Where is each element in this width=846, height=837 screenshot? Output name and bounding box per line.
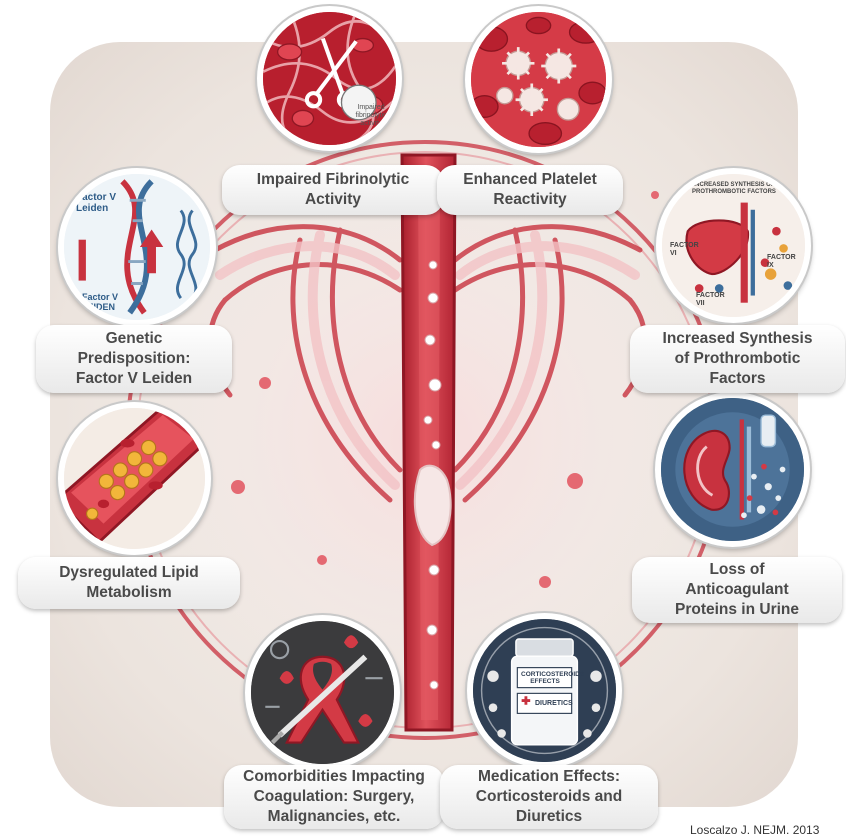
label-anticoagulant: Loss of Anticoagulant Proteins in Urine — [632, 557, 842, 623]
synthesis-factor-ix: FACTOR IX — [767, 254, 801, 270]
synthesis-icon-title: INCREASED SYNTHESIS OF PROTHROMBOTIC FAC… — [684, 182, 784, 196]
kidney-icon — [655, 392, 810, 547]
lipid-icon — [58, 402, 211, 555]
genetic-icon: Factor V Leiden Factor V LEIDEN — [58, 168, 216, 326]
genetic-icon-title: Factor V Leiden — [76, 192, 126, 214]
label-medication: Medication Effects: Corticosteroids and … — [440, 765, 658, 829]
synthesis-icon: INCREASED SYNTHESIS OF PROTHROMBOTIC FAC… — [656, 168, 811, 323]
label-platelet: Enhanced Platelet Reactivity — [437, 165, 623, 215]
label-comorbidities: Comorbidities Impacting Coagulation: Sur… — [224, 765, 444, 829]
synthesis-factor-vi: FACTOR VI — [670, 242, 696, 258]
medication-label-text: DIURETICS — [535, 700, 575, 708]
medication-bottle-text: CORTICOSTEROIDS EFFECTS — [521, 671, 569, 685]
label-lipid: Dysregulated Lipid Metabolism — [18, 557, 240, 609]
medication-icon: CORTICOSTEROIDS EFFECTS DIURETICS — [467, 613, 622, 768]
thrombus — [415, 466, 451, 545]
genetic-icon-subtitle: Factor V LEIDEN — [82, 292, 142, 312]
platelet-icon — [465, 6, 612, 153]
label-synthesis: Increased Synthesis of Prothrombotic Fac… — [630, 325, 845, 393]
comorbidities-icon — [245, 615, 400, 770]
label-fibrinolytic: Impaired Fibrinolytic Activity — [222, 165, 444, 215]
fibrinolytic-icon-tag: Impaired fibrinolytic activity — [351, 104, 391, 128]
fibrinolytic-icon: Impaired fibrinolytic activity — [257, 6, 402, 151]
synthesis-factor-vii: FACTOR VII — [696, 292, 730, 308]
label-genetic: Genetic Predisposition: Factor V Leiden — [36, 325, 232, 393]
